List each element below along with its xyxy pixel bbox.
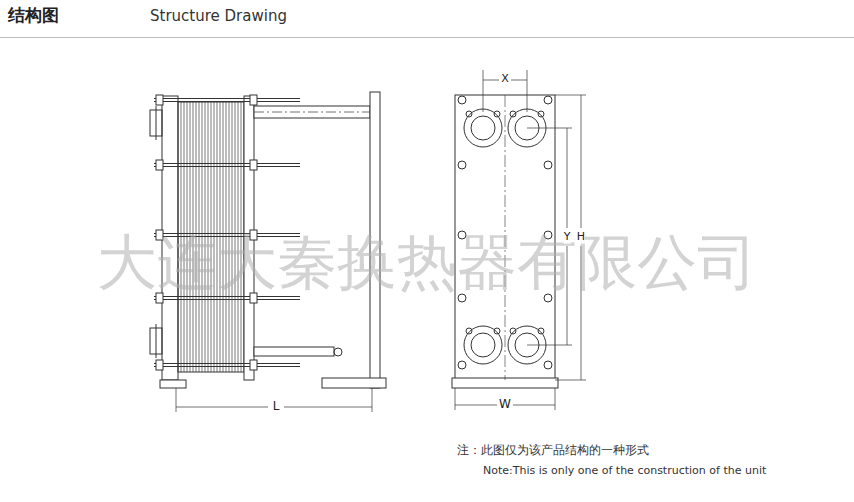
header-rule — [0, 37, 854, 38]
bolt-nut — [156, 95, 163, 105]
flange-bolt — [494, 328, 500, 334]
dimension-label: H — [577, 231, 585, 244]
bolt-nut — [250, 160, 257, 170]
flange-bolt — [510, 111, 516, 117]
bolt-nut — [156, 360, 163, 370]
bolt-nut — [156, 160, 163, 170]
note: 注：此图仅为该产品结构的一种形式 — [457, 444, 649, 458]
flange-bolt — [538, 328, 544, 334]
side-bolt — [458, 161, 466, 169]
heading-en: Structure Drawing — [150, 8, 287, 25]
dimension-label: W — [499, 398, 511, 412]
side-bolt — [544, 161, 552, 169]
bolt-nut — [250, 95, 257, 105]
flange-bolt — [466, 328, 472, 334]
heading: 结构图 — [8, 6, 59, 26]
watermark: 大连大秦换热器有限公司 — [97, 228, 757, 297]
flange-bolt — [466, 111, 472, 117]
port-hole — [471, 116, 495, 140]
tie-bolt — [154, 166, 300, 167]
tie-bolt — [154, 98, 300, 99]
tie-bolt — [154, 163, 300, 164]
port-flange — [464, 109, 502, 147]
tie-bolt — [154, 363, 300, 364]
port-hole — [471, 333, 495, 357]
bolt-nut — [250, 360, 257, 370]
note: Note:This is only one of the constructio… — [483, 465, 766, 478]
flange-bolt — [510, 328, 516, 334]
side-bolt — [458, 96, 466, 104]
side-bolt — [544, 96, 552, 104]
tie-bolt — [154, 366, 300, 367]
tie-bolt — [154, 299, 300, 300]
flange-bolt — [538, 111, 544, 117]
side-bolt — [458, 361, 466, 369]
dimension-label: L — [273, 400, 280, 414]
tie-bolt — [154, 101, 300, 102]
flange-bolt — [494, 111, 500, 117]
port-flange — [464, 326, 502, 364]
dimension-label: Y — [564, 231, 571, 244]
side-bolt — [544, 361, 552, 369]
dimension-label: X — [501, 73, 509, 86]
